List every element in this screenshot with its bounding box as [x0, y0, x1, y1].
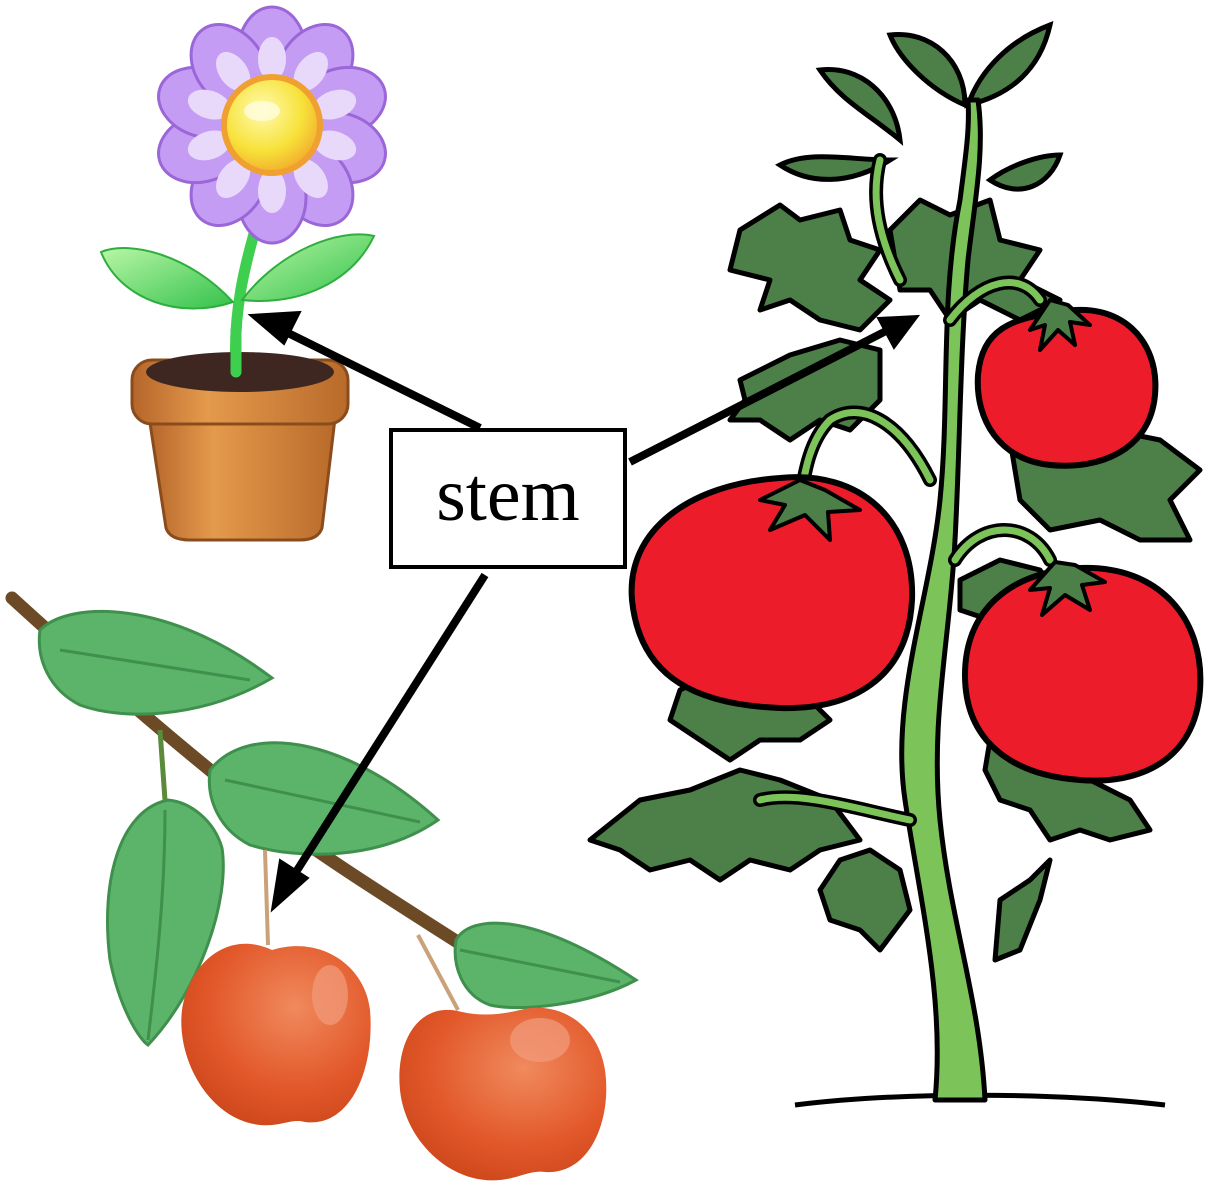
stem-label-box: stem	[389, 428, 627, 569]
apple-leaf-middle	[209, 743, 438, 854]
flower-petals	[149, 7, 394, 243]
flower-center	[224, 77, 320, 173]
apple-leaf-top	[39, 611, 272, 714]
apple-1	[181, 944, 370, 1126]
apple-branch	[12, 598, 636, 1180]
stem-label: stem	[436, 457, 580, 541]
apple-2	[399, 1008, 606, 1181]
potted-flower	[101, 7, 395, 540]
flower-leaf-left	[101, 248, 233, 308]
tomato-plant	[590, 25, 1200, 1105]
flower-pot-body	[148, 410, 336, 540]
apple-leaf-right	[455, 923, 636, 1007]
flower-leaf-right	[242, 234, 374, 301]
tomato-large	[632, 477, 913, 708]
